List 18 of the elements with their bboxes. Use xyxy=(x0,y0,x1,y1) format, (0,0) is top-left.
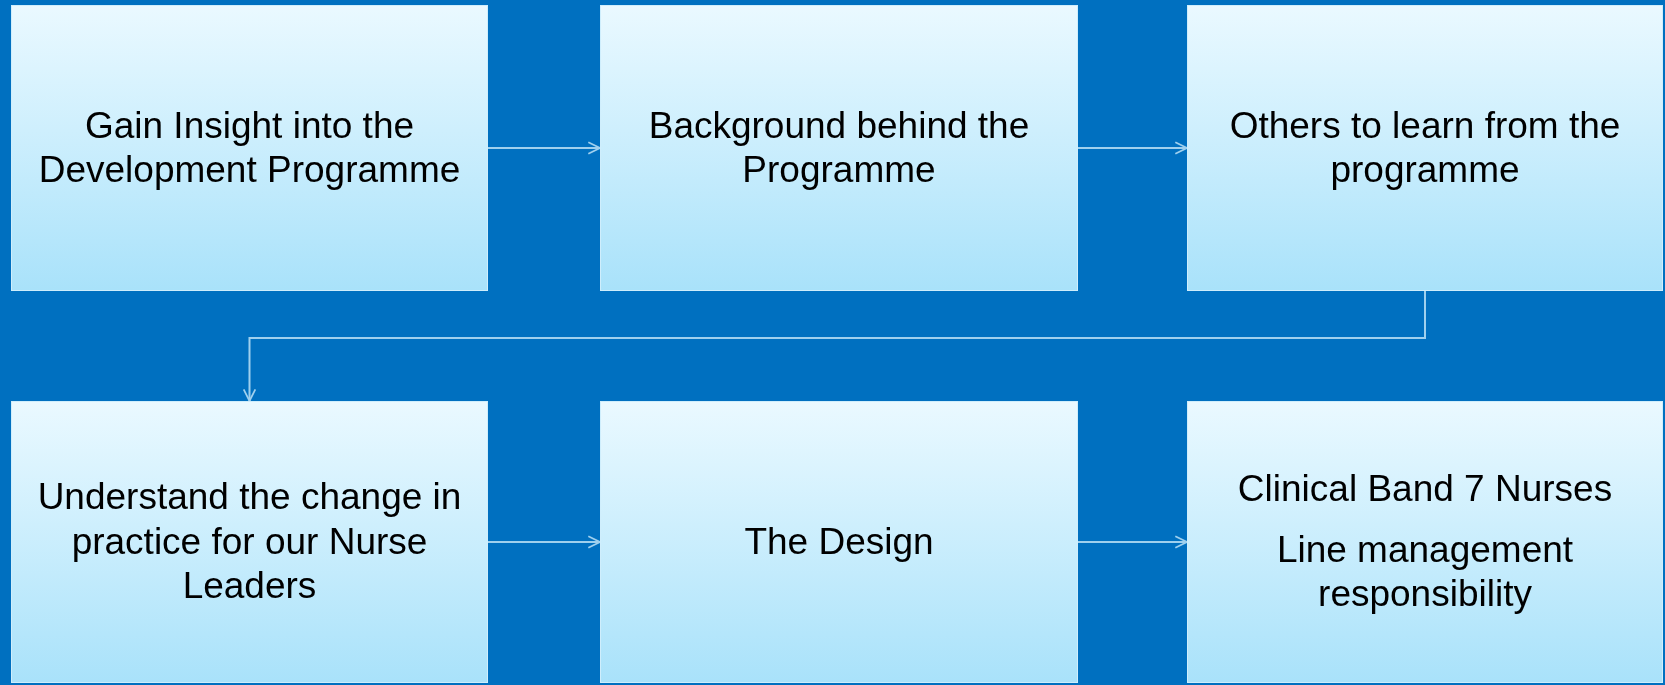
process-box xyxy=(11,5,488,291)
box-text: Gain Insight into the Development Programme xyxy=(37,103,462,192)
box-text: Clinical Band 7 Nurses xyxy=(1237,467,1613,512)
process-box xyxy=(1187,5,1663,291)
arrow xyxy=(1077,535,1188,549)
process-box xyxy=(600,401,1078,683)
process-box xyxy=(11,401,488,683)
box-text: The Design xyxy=(744,519,934,564)
arrow xyxy=(242,290,1426,402)
arrow xyxy=(1077,141,1188,155)
box-text: Understand the change in practice for our Nurse Leaders xyxy=(36,475,463,609)
arrow xyxy=(487,535,601,549)
arrow xyxy=(487,141,601,155)
box-text: Line management responsibility xyxy=(1275,527,1575,617)
box-text: Background behind the Programme xyxy=(647,103,1031,192)
box-text: Others to learn from the programme xyxy=(1228,103,1622,192)
process-box xyxy=(1187,401,1663,683)
process-box xyxy=(600,5,1078,291)
